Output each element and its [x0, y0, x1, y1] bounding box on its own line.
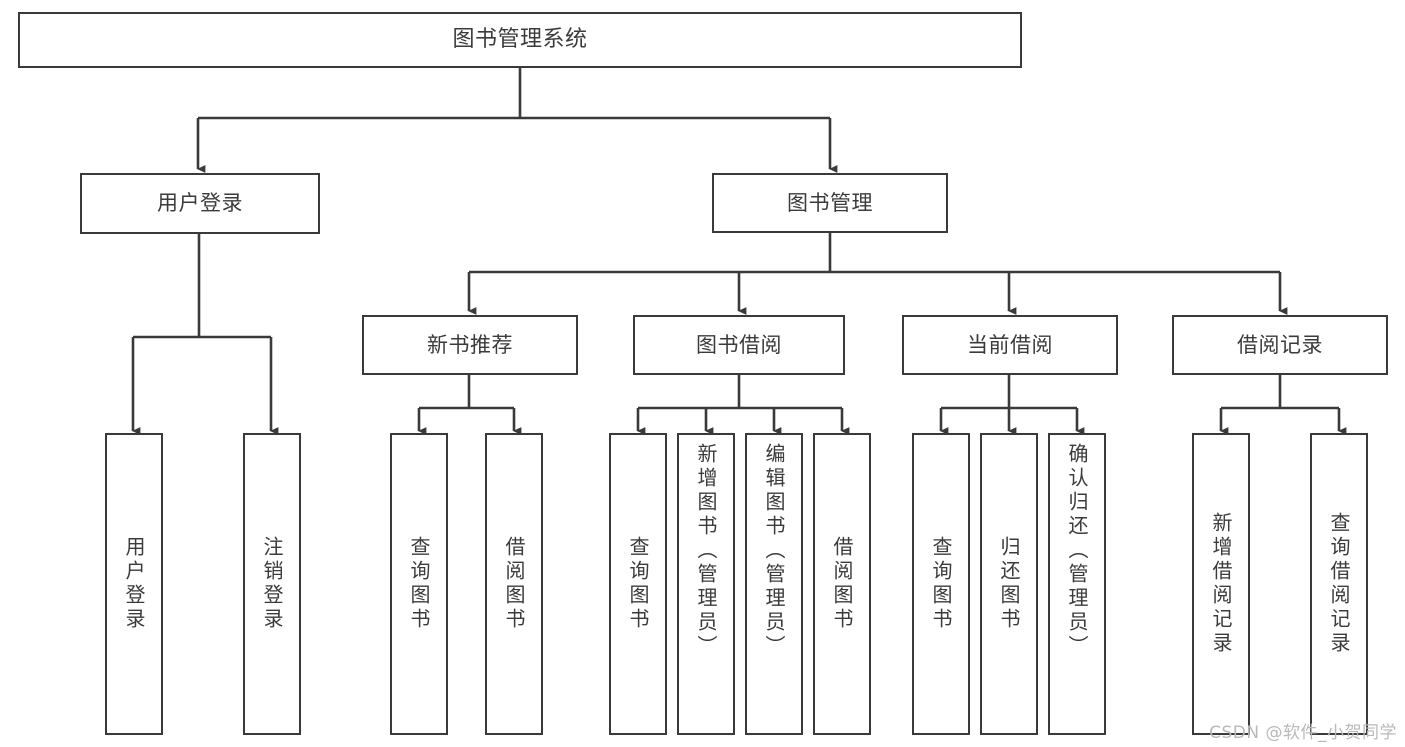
leaf-borrow-book-2-label: 借阅图书 — [830, 536, 854, 632]
node-book-borrow[interactable]: 图书借阅 — [633, 315, 845, 375]
node-user-login-label: 用户登录 — [157, 191, 243, 216]
node-borrow-record[interactable]: 借阅记录 — [1172, 315, 1388, 375]
leaf-query-record-label: 查询借阅记录 — [1327, 512, 1351, 656]
node-root[interactable]: 图书管理系统 — [18, 12, 1022, 68]
leaf-borrow-book-1[interactable]: 借阅图书 — [485, 433, 543, 735]
leaf-query-record[interactable]: 查询借阅记录 — [1310, 433, 1368, 735]
node-root-label: 图书管理系统 — [452, 27, 588, 53]
node-book-manage-label: 图书管理 — [787, 190, 873, 215]
node-user-login[interactable]: 用户登录 — [80, 173, 320, 234]
leaf-borrow-book-1-label: 借阅图书 — [502, 536, 526, 632]
leaf-query-book-2-label: 查询图书 — [626, 536, 650, 632]
leaf-edit-book[interactable]: 编辑图书（管理员） — [745, 433, 803, 735]
leaf-return-book-label: 归还图书 — [997, 536, 1021, 632]
leaf-confirm-return[interactable]: 确认归还（管理员） — [1048, 433, 1106, 735]
leaf-edit-book-label: 编辑图书（管理员） — [762, 443, 786, 659]
node-current-borrow-label: 当前借阅 — [967, 332, 1053, 357]
node-book-manage[interactable]: 图书管理 — [712, 173, 948, 233]
leaf-user-login-label: 用户登录 — [122, 536, 146, 632]
leaf-logout-label: 注销登录 — [260, 536, 284, 632]
node-new-book-rec[interactable]: 新书推荐 — [362, 315, 578, 375]
leaf-add-book-label: 新增图书（管理员） — [694, 443, 718, 659]
leaf-query-book-3-label: 查询图书 — [929, 536, 953, 632]
watermark: CSDN @软件_小贺同学 — [1209, 723, 1397, 743]
node-new-book-rec-label: 新书推荐 — [427, 332, 513, 357]
leaf-user-login[interactable]: 用户登录 — [105, 433, 163, 735]
leaf-add-record[interactable]: 新增借阅记录 — [1192, 433, 1250, 735]
leaf-query-book-2[interactable]: 查询图书 — [609, 433, 667, 735]
node-borrow-record-label: 借阅记录 — [1237, 332, 1323, 357]
leaf-query-book-1[interactable]: 查询图书 — [390, 433, 448, 735]
leaf-query-book-3[interactable]: 查询图书 — [912, 433, 970, 735]
node-book-borrow-label: 图书借阅 — [696, 332, 782, 357]
leaf-return-book[interactable]: 归还图书 — [980, 433, 1038, 735]
leaf-confirm-return-label: 确认归还（管理员） — [1065, 443, 1089, 659]
leaf-add-record-label: 新增借阅记录 — [1209, 512, 1233, 656]
leaf-query-book-1-label: 查询图书 — [407, 536, 431, 632]
leaf-logout[interactable]: 注销登录 — [243, 433, 301, 735]
node-current-borrow[interactable]: 当前借阅 — [902, 315, 1118, 375]
leaf-add-book[interactable]: 新增图书（管理员） — [677, 433, 735, 735]
leaf-borrow-book-2[interactable]: 借阅图书 — [813, 433, 871, 735]
